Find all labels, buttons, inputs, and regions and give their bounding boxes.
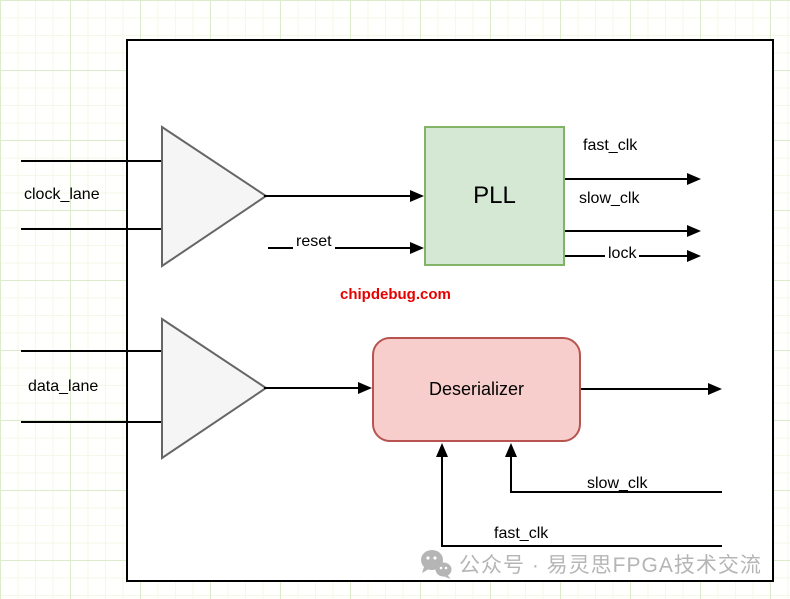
wire-reset [268,247,410,249]
wire-fast-clk-riser [441,455,443,547]
channel-watermark: 公众号 · 易灵思FPGA技术交流 [420,549,762,579]
wire-deserializer-output [581,388,708,390]
wire-data-to-deserializer [264,387,358,389]
pll-block: PLL [424,126,565,266]
wire-slow-clk-feedback [510,491,722,493]
wire-data-lane-n [21,421,162,423]
pll-fast-clk-label: fast_clk [583,137,638,154]
clock-buffer-icon [161,125,268,268]
pll-slow-clk-label: slow_clk [579,190,640,207]
wire-slow-clk-riser [510,455,512,493]
arrowhead-deserializer-output [708,383,722,395]
arrowhead-data-to-deserializer [358,382,372,394]
wire-clock-to-pll [264,195,412,197]
arrowhead-reset [410,242,424,254]
data-buffer-icon [161,317,268,460]
pll-block-label: PLL [473,182,516,209]
arrowhead-pll-lock [687,250,701,262]
site-watermark: chipdebug.com [340,286,451,303]
reset-label: reset [293,233,335,251]
clock-lane-label: clock_lane [24,186,100,203]
deserializer-block-label: Deserializer [428,379,525,399]
wire-pll-fast-clk [565,178,687,180]
chip-boundary-box [126,39,774,582]
channel-watermark-text: 公众号 · 易灵思FPGA技术交流 [459,554,762,577]
arrowhead-pll-slow-clk [687,225,701,237]
wire-data-lane-p [21,350,162,352]
fast-clk-feedback-label: fast_clk [494,525,549,542]
arrowhead-pll-fast-clk [687,173,701,185]
arrowhead-fast-clk-feedback [436,443,448,457]
arrowhead-clock-to-pll [410,190,424,202]
wire-clock-lane-n [21,228,162,230]
pll-lock-label: lock [605,245,640,263]
wechat-icon [421,550,452,579]
wire-fast-clk-feedback [441,545,722,547]
slow-clk-feedback-label: slow_clk [587,475,648,492]
arrowhead-slow-clk-feedback [505,443,517,457]
deserializer-block: Deserializer [372,337,581,442]
wire-clock-lane-p [21,160,162,162]
wire-pll-slow-clk [565,230,687,232]
data-lane-label: data_lane [28,378,99,395]
